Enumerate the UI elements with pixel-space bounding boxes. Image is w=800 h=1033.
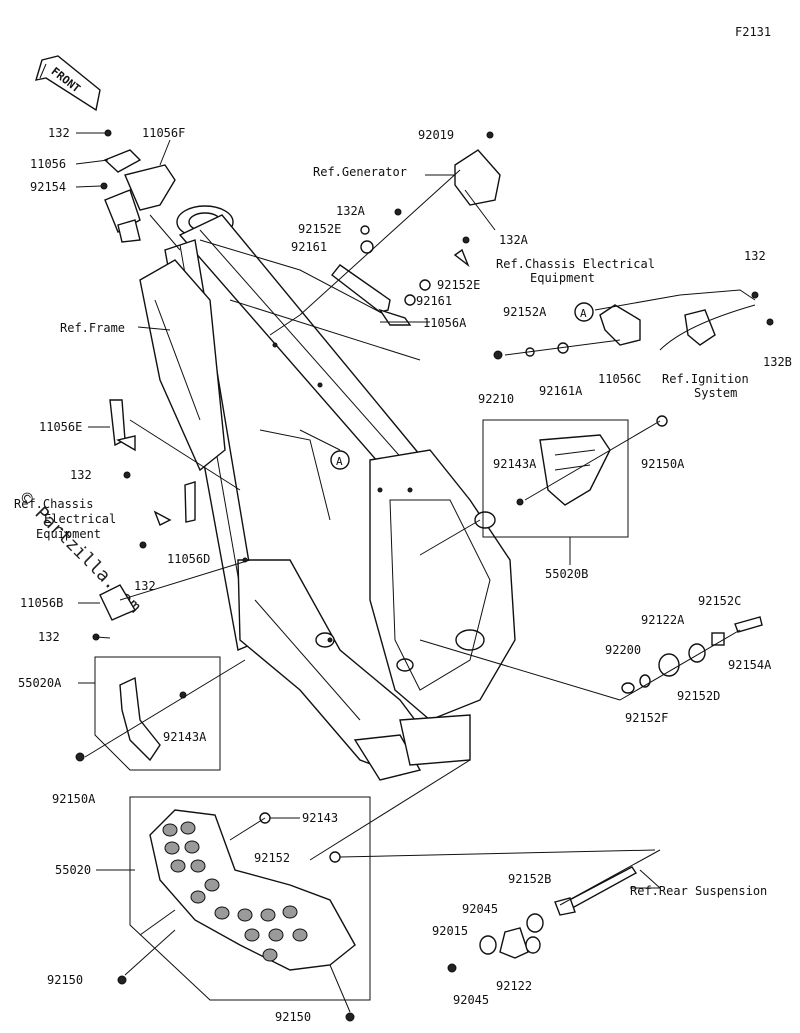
bracket-11056F-assembly	[75, 129, 181, 251]
label-92161A: 92161A	[539, 384, 583, 398]
label-ref-ignition-b: System	[694, 386, 737, 400]
label-ref-chassis-2b: Electrical	[44, 512, 116, 526]
label-92152E-1: 92152E	[298, 222, 341, 236]
label-92152C: 92152C	[698, 594, 741, 608]
label-92143: 92143	[302, 811, 338, 825]
label-92161-1: 92161	[291, 240, 327, 254]
label-92154: 92154	[30, 180, 66, 194]
label-ref-rear-suspension: Ref.Rear Suspension	[630, 884, 767, 898]
label-132A-1: 132A	[336, 204, 366, 218]
svg-text:A: A	[580, 307, 587, 320]
label-92015: 92015	[432, 924, 468, 938]
ignition-bracket-group	[493, 289, 774, 360]
svg-text:A: A	[336, 455, 343, 468]
label-ref-generator: Ref.Generator	[313, 165, 407, 179]
label-92143A-1: 92143A	[493, 457, 537, 471]
label-ref-chassis-2c: Equipment	[36, 527, 101, 541]
label-92152D: 92152D	[677, 689, 720, 703]
label-92152F: 92152F	[625, 711, 668, 725]
pivot-spacers-group	[419, 616, 763, 701]
label-ref-chassis-1b: Equipment	[530, 271, 595, 285]
label-92150A-2: 92150A	[52, 792, 96, 806]
skid-plate-55020-group	[96, 759, 656, 1022]
label-11056D: 11056D	[167, 552, 210, 566]
label-92045-1: 92045	[462, 902, 498, 916]
label-ref-chassis-2a: Ref.Chassis	[14, 497, 93, 511]
label-92143A-2: 92143A	[163, 730, 207, 744]
rear-suspension-group	[447, 849, 661, 973]
label-11056: 11056	[30, 157, 66, 171]
label-92152E-2: 92152E	[437, 278, 480, 292]
label-11056F: 11056F	[142, 126, 185, 140]
label-55020A: 55020A	[18, 676, 62, 690]
label-92150-2: 92150	[275, 1010, 311, 1024]
label-11056C: 11056C	[598, 372, 641, 386]
label-11056E: 11056E	[39, 420, 82, 434]
label-92161-2: 92161	[416, 294, 452, 308]
label-132-left1: 132	[70, 468, 92, 482]
label-92210: 92210	[478, 392, 514, 406]
label-ref-frame: Ref.Frame	[60, 321, 125, 335]
main-frame	[139, 205, 516, 781]
label-132-left2: 132	[134, 579, 156, 593]
label-92122: 92122	[496, 979, 532, 993]
label-11056B: 11056B	[20, 596, 63, 610]
label-92122A: 92122A	[641, 613, 685, 627]
label-92154A: 92154A	[728, 658, 772, 672]
label-55020B: 55020B	[545, 567, 588, 581]
guard-55020A-group	[75, 656, 246, 771]
callout-a-ignition: A	[574, 302, 594, 322]
label-ref-chassis-1a: Ref.Chassis Electrical	[496, 257, 655, 271]
front-arrow-icon: FRONT	[34, 55, 101, 112]
label-132-top: 132	[48, 126, 70, 140]
callout-a-frame: A	[330, 450, 350, 470]
label-92019: 92019	[418, 128, 454, 142]
label-92200: 92200	[605, 643, 641, 657]
label-92150A-1: 92150A	[641, 457, 685, 471]
label-132B: 132B	[763, 355, 792, 369]
label-132A-2: 132A	[499, 233, 529, 247]
label-92152B: 92152B	[508, 872, 551, 886]
label-92152: 92152	[254, 851, 290, 865]
guard-55020B-group	[419, 415, 668, 556]
label-92150-1: 92150	[47, 973, 83, 987]
label-92152A: 92152A	[503, 305, 547, 319]
label-ref-ignition-a: Ref.Ignition	[662, 372, 749, 386]
label-132-left3: 132	[38, 630, 60, 644]
label-55020: 55020	[55, 863, 91, 877]
label-132-right: 132	[744, 249, 766, 263]
skid-plate-holes	[162, 821, 308, 962]
diagram-code: F2131	[735, 25, 771, 39]
generator-bracket-group	[269, 131, 501, 336]
label-92045-2: 92045	[453, 993, 489, 1007]
left-brackets-group	[78, 399, 251, 641]
label-11056A: 11056A	[423, 316, 467, 330]
